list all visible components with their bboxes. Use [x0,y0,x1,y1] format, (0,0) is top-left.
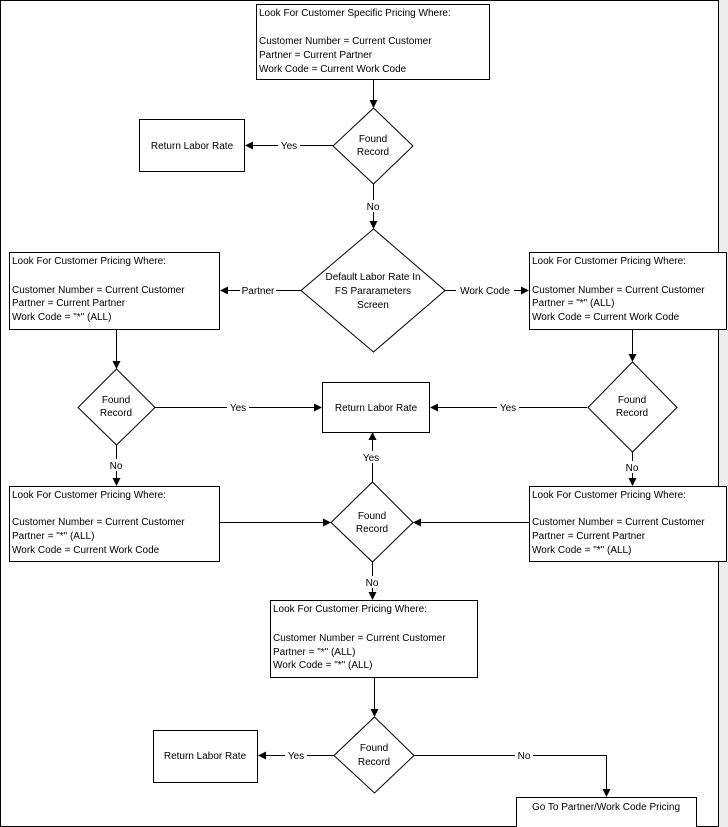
svg-text:Record: Record [616,408,648,419]
svg-text:Yes: Yes [288,751,304,762]
svg-text:Work Code = "*" (ALL): Work Code = "*" (ALL) [532,545,631,556]
svg-text:Look For Customer Pricing Wher: Look For Customer Pricing Where: [273,604,427,615]
svg-text:Yes: Yes [281,141,297,152]
svg-text:Found: Found [102,395,130,406]
yes-label-right: Yes [497,401,519,414]
svg-text:Return Labor Rate: Return Labor Rate [335,403,418,414]
work-code-pricing-box: Look For Customer Pricing Where: Custome… [529,252,727,330]
yes-label-1: Yes [278,139,300,152]
svg-text:Record: Record [356,524,388,535]
left-second-pricing-box: Look For Customer Pricing Where: Custome… [9,486,220,562]
partner-pricing-box: Look For Customer Pricing Where: Custome… [9,252,220,330]
start-pricing-box: Look For Customer Specific Pricing Where… [256,4,490,80]
svg-text:Return Labor Rate: Return Labor Rate [151,141,234,152]
svg-text:Found: Found [359,134,387,145]
svg-text:Customer Number = Current Cust: Customer Number = Current Customer [532,517,705,528]
svg-text:Look For Customer Pricing Wher: Look For Customer Pricing Where: [12,256,166,267]
svg-text:Partner = "*" (ALL): Partner = "*" (ALL) [12,531,94,542]
go-to-partner-work-code-box: Go To Partner/Work Code Pricing [516,797,697,827]
found-record-decision-right: Found Record [587,361,678,453]
all-pricing-box: Look For Customer Pricing Where: Custome… [270,600,478,678]
svg-text:Work Code = "*" (ALL): Work Code = "*" (ALL) [12,312,111,323]
yes-label-center: Yes [360,451,382,464]
connectors [112,80,637,797]
right-scroll-strip [719,0,728,827]
svg-text:Record: Record [100,408,132,419]
found-record-decision-left: Found Record [77,368,156,446]
svg-text:Look For Customer Specific Pri: Look For Customer Specific Pricing Where… [259,8,451,19]
svg-text:Record: Record [358,757,390,768]
svg-text:Screen: Screen [357,300,389,311]
svg-text:Record: Record [357,147,389,158]
svg-text:No: No [518,751,531,762]
svg-text:Look For Customer Pricing Wher: Look For Customer Pricing Where: [532,490,686,501]
right-second-pricing-box: Look For Customer Pricing Where: Custome… [529,486,727,562]
svg-text:Found: Found [618,395,646,406]
svg-text:Partner: Partner [242,286,275,297]
svg-text:Partner = Current Partner: Partner = Current Partner [259,50,373,61]
yes-label-left: Yes [227,401,249,414]
no-label-1: No [364,200,382,213]
svg-text:Customer Number = Current Cust: Customer Number = Current Customer [532,285,705,296]
svg-text:Work Code = Current Work Code: Work Code = Current Work Code [259,64,407,75]
found-record-decision-bottom: Found Record [333,716,415,794]
return-labor-rate-box-center: Return Labor Rate [322,382,430,433]
svg-text:Default Labor Rate In: Default Labor Rate In [325,272,420,283]
svg-text:Return Labor Rate: Return Labor Rate [164,751,247,762]
return-labor-rate-box-1: Return Labor Rate [139,119,245,172]
svg-text:Yes: Yes [230,403,246,414]
svg-text:Found: Found [360,743,388,754]
svg-text:Work Code = Current Work Code: Work Code = Current Work Code [532,312,680,323]
svg-text:Work Code = "*" (ALL): Work Code = "*" (ALL) [273,660,372,671]
svg-text:Customer Number = Current Cust: Customer Number = Current Customer [12,517,185,528]
svg-text:No: No [626,463,639,474]
svg-text:Found: Found [358,511,386,522]
svg-text:Partner = "*" (ALL): Partner = "*" (ALL) [532,298,614,309]
svg-text:FS Pararameters: FS Pararameters [335,286,411,297]
found-record-decision-1: Found Record [332,107,414,185]
work-code-label: Work Code [456,284,514,297]
svg-text:Work Code = Current Work Code: Work Code = Current Work Code [12,545,160,556]
no-label-right: No [623,461,641,474]
svg-text:No: No [367,202,380,213]
yes-label-bottom: Yes [285,749,307,762]
svg-text:Customer Number = Current Cust: Customer Number = Current Customer [273,633,446,644]
svg-text:Look For Customer Pricing Whe: Look For Customer Pricing Where: [12,490,166,501]
svg-text:Partner = Current Partner: Partner = Current Partner [12,298,126,309]
svg-text:Partner = "*" (ALL): Partner = "*" (ALL) [273,647,355,658]
no-label-left: No [107,459,125,472]
partner-label: Partner [240,284,276,297]
default-labor-rate-decision: Default Labor Rate In FS Pararameters Sc… [300,228,446,353]
svg-text:Customer Number = Current Cust: Customer Number = Current Customer [12,285,185,296]
svg-text:Go To Partner/Work Code Pricin: Go To Partner/Work Code Pricing [532,802,680,813]
no-label-center: No [363,576,381,589]
return-labor-rate-box-bottom: Return Labor Rate [153,730,258,783]
svg-text:Partner = Current Partner: Partner = Current Partner [532,531,646,542]
svg-text:Customer Number = Current Cust: Customer Number = Current Customer [259,36,432,47]
svg-text:Yes: Yes [500,403,516,414]
found-record-decision-center: Found Record [330,481,414,563]
svg-text:No: No [366,578,379,589]
svg-text:No: No [110,461,123,472]
svg-text:Work Code: Work Code [460,286,510,297]
svg-text:Look For Customer Pricing Whe: Look For Customer Pricing Where: [532,256,686,267]
svg-text:Yes: Yes [363,453,379,464]
no-label-bottom: No [515,749,533,762]
